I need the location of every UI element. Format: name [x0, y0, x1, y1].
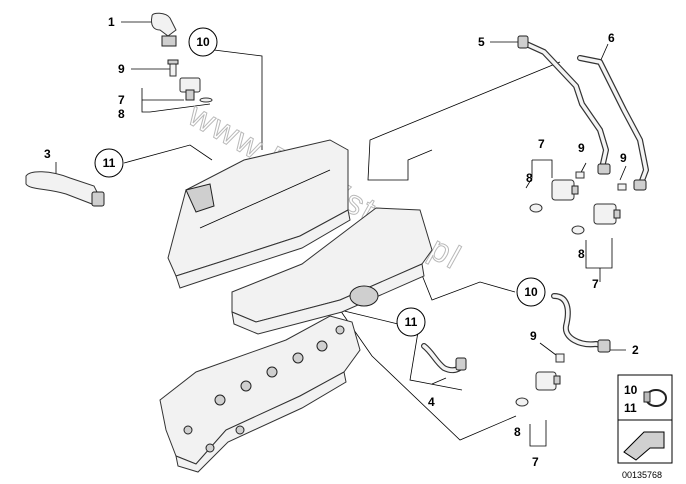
- callout-8-right: 8: [578, 247, 585, 261]
- circled-label-11-left: 11: [103, 156, 116, 170]
- valve-assembly-right: [571, 183, 627, 235]
- legend-item-10: 10: [624, 383, 638, 397]
- callout-8-upper-right: 8: [526, 171, 533, 185]
- hose-part-2: [551, 293, 611, 353]
- vent-pipe-part-5: [517, 35, 611, 175]
- callout-9-upper-right: 9: [578, 141, 585, 155]
- callout-4: 4: [428, 395, 435, 409]
- legend-box: 10 11: [617, 374, 673, 464]
- intake-housing-lower: [231, 207, 433, 335]
- screw-part-9: [167, 59, 179, 77]
- callout-1: 1: [108, 15, 115, 29]
- circled-key-11-center: 11: [396, 307, 426, 337]
- circled-label-11-center: 11: [405, 315, 418, 329]
- circled-key-11-left: 11: [94, 148, 124, 178]
- callout-6: 6: [608, 31, 615, 45]
- legend-item-11: 11: [624, 401, 637, 415]
- callout-7-upper-right: 7: [538, 137, 545, 151]
- callout-5: 5: [478, 35, 485, 49]
- callout-9-top: 9: [118, 62, 125, 76]
- callout-7-right: 7: [592, 277, 599, 291]
- callout-8-bottom: 8: [514, 425, 521, 439]
- callout-9-bottom: 9: [530, 329, 537, 343]
- valve-assembly-lower: [515, 353, 565, 407]
- callout-labels: 1 2 3 4 5 6 7 7 7 7 8 8 8 8 9 9 9 9: [44, 15, 639, 469]
- callout-8-top: 8: [118, 107, 125, 121]
- intake-hose-part-3: [25, 171, 105, 207]
- circled-label-10-right: 10: [524, 285, 538, 299]
- cylinder-head-cover: [159, 315, 361, 473]
- callout-7-bottom: 7: [532, 455, 539, 469]
- callout-7-top: 7: [118, 93, 125, 107]
- oil-separator-part-1: [151, 12, 177, 47]
- arrow-icon: [623, 431, 665, 461]
- intake-housing-upper: [167, 139, 351, 289]
- hose-part-4: [421, 343, 467, 374]
- circled-label-10-top: 10: [196, 35, 210, 49]
- circled-key-10-right: 10: [516, 277, 546, 307]
- callout-9-right: 9: [620, 151, 627, 165]
- callout-3: 3: [44, 147, 51, 161]
- circled-key-10-top: 10: [188, 27, 218, 57]
- diagram-number: 00135768: [622, 470, 662, 480]
- callout-2: 2: [632, 343, 639, 357]
- vent-pipe-part-6: [577, 55, 649, 191]
- valve-part-top: [179, 77, 213, 103]
- hose-clamp-icon: [643, 389, 667, 407]
- valve-assembly-upper: [529, 171, 585, 213]
